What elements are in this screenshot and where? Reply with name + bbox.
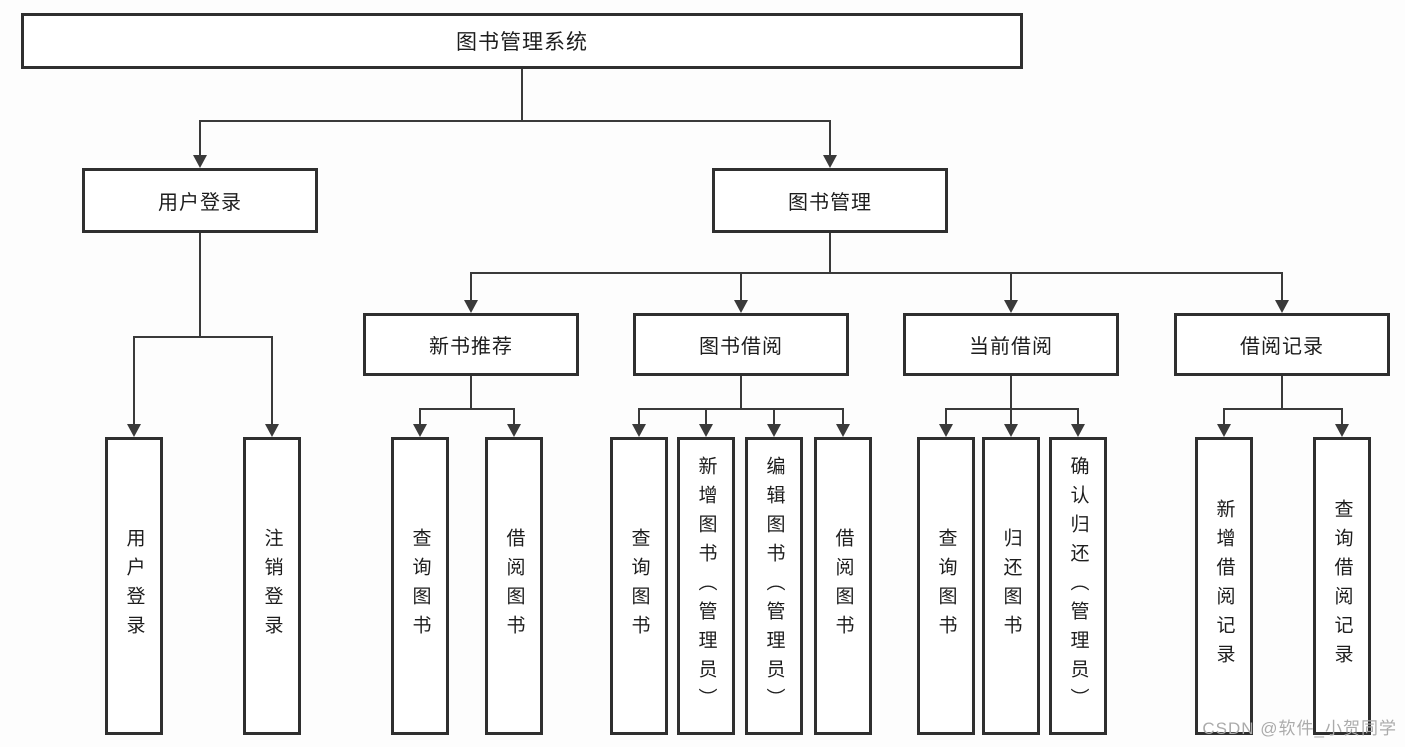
node-label: 查询图书 bbox=[935, 528, 957, 644]
leaf-query-books-recommend: 查询图书 bbox=[391, 437, 449, 735]
arrow-down-icon bbox=[1004, 272, 1018, 313]
connector-book-management-stem bbox=[829, 233, 831, 272]
csdn-watermark: CSDN @软件_小贺同学 bbox=[1202, 719, 1397, 738]
node-book-management: 图书管理 bbox=[712, 168, 948, 233]
leaf-query-books-borrowing: 查询图书 bbox=[610, 437, 668, 735]
arrow-down-icon bbox=[265, 336, 279, 437]
arrow-down-icon bbox=[632, 408, 646, 437]
arrow-down-icon bbox=[1275, 272, 1289, 313]
arrow-down-icon bbox=[1071, 408, 1085, 437]
node-label: 图书管理系统 bbox=[456, 31, 588, 54]
arrow-down-icon bbox=[767, 408, 781, 437]
arrow-down-icon bbox=[699, 408, 713, 437]
leaf-add-borrow-record: 新增借阅记录 bbox=[1195, 437, 1253, 735]
connector-borrowing-records-bar bbox=[1223, 408, 1343, 410]
node-label: 用户登录 bbox=[158, 192, 242, 214]
node-label: 确认归还（管理员） bbox=[1067, 455, 1089, 717]
arrow-down-icon bbox=[127, 336, 141, 437]
node-new-book-recommend: 新书推荐 bbox=[363, 313, 579, 376]
arrow-down-icon bbox=[1004, 408, 1018, 437]
node-label: 新增图书（管理员） bbox=[695, 455, 717, 717]
arrow-down-icon bbox=[507, 408, 521, 437]
node-label: 编辑图书（管理员） bbox=[763, 455, 785, 717]
leaf-logout: 注销登录 bbox=[243, 437, 301, 735]
node-borrowing-records: 借阅记录 bbox=[1174, 313, 1390, 376]
connector-book-borrowing-stem bbox=[740, 376, 742, 408]
node-user-login: 用户登录 bbox=[82, 168, 318, 233]
node-label: 新书推荐 bbox=[429, 336, 513, 358]
connector-current-borrowing-bar bbox=[945, 408, 1079, 410]
leaf-query-borrow-record: 查询借阅记录 bbox=[1313, 437, 1371, 735]
connector-user-login-stem bbox=[199, 233, 201, 336]
arrow-down-icon bbox=[1335, 408, 1349, 437]
node-label: 查询图书 bbox=[628, 528, 650, 644]
node-label: 借阅图书 bbox=[503, 528, 525, 644]
node-label: 新增借阅记录 bbox=[1213, 499, 1235, 673]
node-label: 图书借阅 bbox=[699, 336, 783, 358]
arrow-down-icon bbox=[939, 408, 953, 437]
arrow-down-icon bbox=[1217, 408, 1231, 437]
leaf-user-login: 用户登录 bbox=[105, 437, 163, 735]
connector-root-stem bbox=[521, 69, 523, 120]
connector-new-book-stem bbox=[470, 376, 472, 408]
arrow-down-icon bbox=[193, 120, 207, 168]
connector-user-login-bar bbox=[133, 336, 273, 338]
leaf-edit-book-admin: 编辑图书（管理员） bbox=[745, 437, 803, 735]
leaf-query-books-current: 查询图书 bbox=[917, 437, 975, 735]
node-book-borrowing: 图书借阅 bbox=[633, 313, 849, 376]
node-label: 图书管理 bbox=[788, 192, 872, 214]
node-label: 查询图书 bbox=[409, 528, 431, 644]
leaf-borrow-books-recommend: 借阅图书 bbox=[485, 437, 543, 735]
arrow-down-icon bbox=[836, 408, 850, 437]
node-label: 借阅图书 bbox=[832, 528, 854, 644]
node-label: 用户登录 bbox=[123, 528, 145, 644]
node-current-borrowing: 当前借阅 bbox=[903, 313, 1119, 376]
arrow-down-icon bbox=[464, 272, 478, 313]
node-label: 查询借阅记录 bbox=[1331, 499, 1353, 673]
node-label: 归还图书 bbox=[1000, 528, 1022, 644]
node-label: 注销登录 bbox=[261, 528, 283, 644]
leaf-return-book: 归还图书 bbox=[982, 437, 1040, 735]
connector-current-borrowing-stem bbox=[1010, 376, 1012, 408]
connector-borrowing-records-stem bbox=[1281, 376, 1283, 408]
connector-book-management-bar bbox=[470, 272, 1283, 274]
leaf-confirm-return-admin: 确认归还（管理员） bbox=[1049, 437, 1107, 735]
connector-book-borrowing-bar bbox=[638, 408, 844, 410]
leaf-borrow-books-borrowing: 借阅图书 bbox=[814, 437, 872, 735]
node-library-management-system: 图书管理系统 bbox=[21, 13, 1023, 69]
node-label: 借阅记录 bbox=[1240, 336, 1324, 358]
arrow-down-icon bbox=[734, 272, 748, 313]
arrow-down-icon bbox=[413, 408, 427, 437]
node-label: 当前借阅 bbox=[969, 336, 1053, 358]
connector-root-bar bbox=[199, 120, 831, 122]
arrow-down-icon bbox=[823, 120, 837, 168]
leaf-add-book-admin: 新增图书（管理员） bbox=[677, 437, 735, 735]
connector-new-book-bar bbox=[419, 408, 515, 410]
